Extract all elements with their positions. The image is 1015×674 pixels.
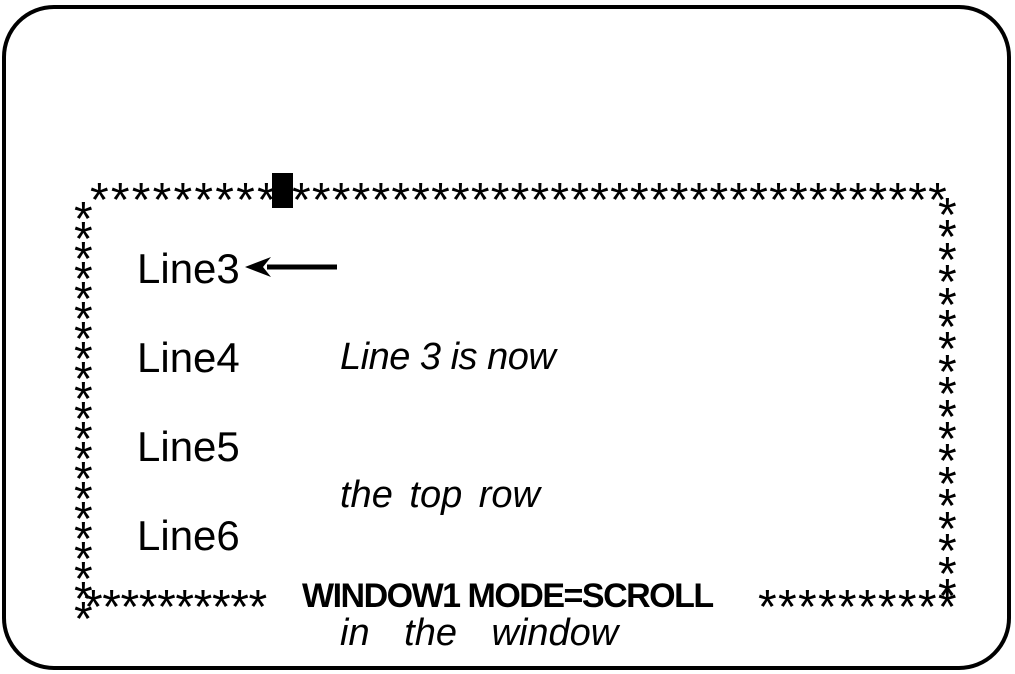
window-text-line: Line3 [137, 245, 240, 292]
annotation-callout: Line 3 is now the top row in the window [340, 242, 618, 674]
bottom-border-stars-right: ********** [758, 581, 958, 634]
window-text-line: Line5 [137, 423, 240, 470]
arrow-left-icon [245, 257, 337, 277]
annotation-line: Line 3 is now [340, 336, 556, 378]
block-cursor-icon [272, 173, 293, 208]
top-border-stars-right: ********************************* [292, 174, 949, 227]
window-text-line: Line4 [137, 334, 240, 381]
top-border-stars-left: ********* [90, 174, 278, 227]
window-status-label: WINDOW1 MODE=SCROLL [302, 577, 714, 615]
bottom-border-stars-left: ********** [84, 581, 267, 634]
annotation-line: the top row [340, 474, 540, 516]
screen-rounded-border [2, 5, 1011, 670]
annotation-line: in the window [340, 612, 619, 654]
right-border-stars: * * * * * * * * * * * * * * * * * * [938, 189, 957, 623]
window-text-line: Line6 [137, 512, 240, 559]
left-border-stars: * * * * * * * * * * * * * * * * * * * * … [74, 193, 93, 646]
